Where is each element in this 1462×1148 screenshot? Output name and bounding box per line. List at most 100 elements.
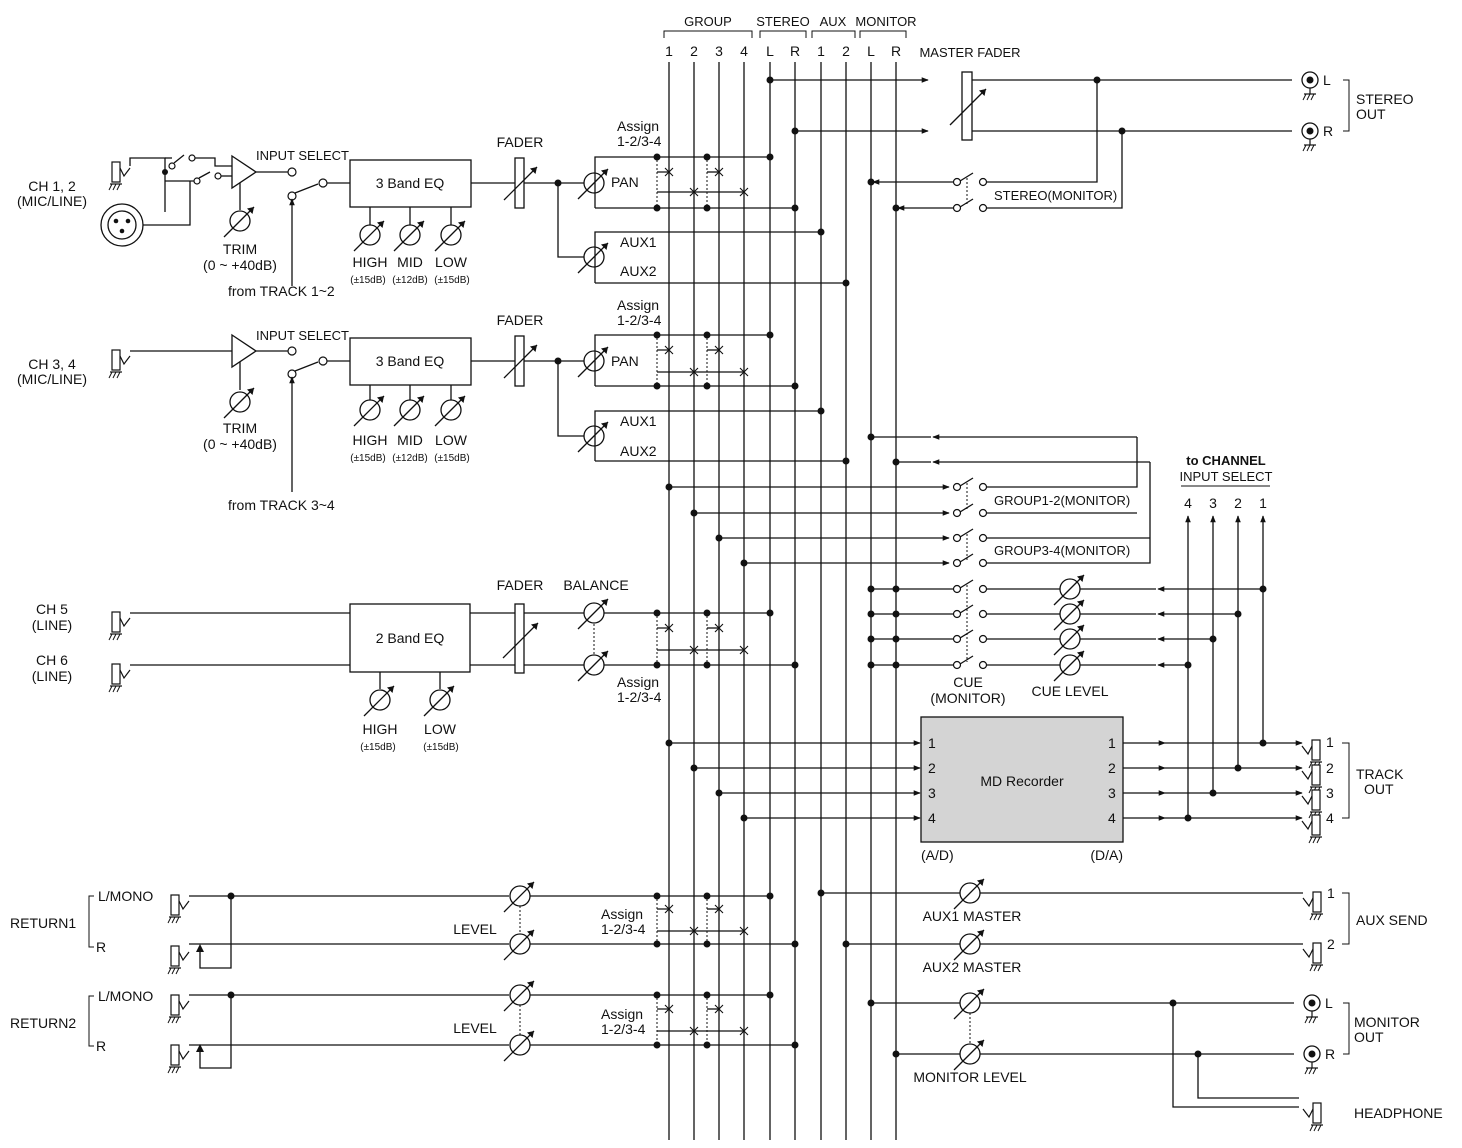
monitor-bus-label: MONITOR (855, 14, 916, 29)
aux-bus-label: AUX (820, 14, 847, 29)
cue-level-knob-3 (1053, 624, 1085, 656)
monitor-out-label-1: MONITOR (1354, 1014, 1420, 1030)
track-out-3-jack (1302, 790, 1322, 818)
return1-r-jack (168, 946, 189, 974)
stereo-out-l-label: L (1323, 72, 1331, 88)
ch12-trim-label: TRIM (223, 241, 257, 257)
ch34-trim-label: TRIM (223, 420, 257, 436)
return2-lmono-label: L/MONO (98, 988, 153, 1004)
ch12-trim-range: (0 ~ +40dB) (203, 257, 277, 273)
aux-send-label: AUX SEND (1356, 912, 1428, 928)
to-channel-input-select: INPUT SELECT (1180, 469, 1273, 484)
bus-monitor-r: R (891, 43, 901, 59)
ch56-assign-groups: 1-2/3-4 (617, 689, 662, 705)
aux1-master-label: AUX1 MASTER (923, 908, 1022, 924)
stereo-bus-label: STEREO (756, 14, 809, 29)
aux-send-section: AUX1 MASTER AUX2 MASTER 1 2 AUX SEND (817, 878, 1428, 975)
ch12-xlr-jack (100, 203, 144, 247)
ch34-trim-range: (0 ~ +40dB) (203, 436, 277, 452)
bus-header: GROUP STEREO AUX MONITOR 1 2 3 4 L R 1 2… (663, 14, 917, 59)
ch12-assign-label: Assign (617, 118, 659, 134)
ch12-input-select-label: INPUT SELECT (256, 148, 349, 163)
md-ad-label: (A/D) (921, 847, 954, 863)
ch12-high-range: (±15dB) (350, 275, 386, 286)
return2-l-level-knob (503, 980, 535, 1012)
ch34-aux-knob (577, 421, 609, 453)
cue-section: CUE (MONITOR) CUE LEVEL (867, 574, 1267, 706)
track-out-label-2: OUT (1364, 781, 1394, 797)
aux-send-2-jack (1303, 943, 1323, 971)
ch34-assign-label: Assign (617, 297, 659, 313)
ch12-pan-label: PAN (611, 174, 639, 190)
stereo-out-label-2: OUT (1356, 106, 1386, 122)
ch56-balance-label: BALANCE (563, 577, 628, 593)
ch56-eq-label: 2 Band EQ (376, 630, 445, 646)
return1-r-level-knob (503, 929, 535, 961)
ch34-low-range: (±15dB) (434, 453, 470, 464)
to-channel-2: 2 (1234, 495, 1242, 511)
aux-send-1-num: 1 (1327, 885, 1335, 901)
return2-l-jack (168, 995, 189, 1023)
ch12-low-label: LOW (435, 254, 468, 270)
ch56-eq-high-knob (363, 685, 395, 717)
return2-level-label: LEVEL (453, 1020, 497, 1036)
ch34-label-2: (MIC/LINE) (17, 371, 87, 387)
aux-send-2-num: 2 (1327, 936, 1335, 952)
ch12-trim-knob (223, 206, 255, 238)
stereo-monitor-label: STEREO(MONITOR) (994, 188, 1117, 203)
ch34-pan-knob (577, 346, 609, 378)
ch12-eq-label: 3 Band EQ (376, 175, 445, 191)
monitor-out-l-jack (1304, 995, 1320, 1023)
stereo-out-r-label: R (1323, 123, 1333, 139)
ch12-from-track: from TRACK 1~2 (228, 283, 335, 299)
track-out-3-num: 3 (1326, 785, 1334, 801)
ch12-label-2: (MIC/LINE) (17, 193, 87, 209)
ch12-label-1: CH 1, 2 (28, 178, 76, 194)
md-in-2: 2 (928, 760, 936, 776)
track-out-1-num: 1 (1326, 734, 1334, 750)
monitor-out-l-label: L (1325, 995, 1333, 1011)
track-out-label-1: TRACK (1356, 766, 1404, 782)
return2-r-label: R (96, 1038, 106, 1054)
md-in-4: 4 (928, 810, 936, 826)
ch12-eq-low-knob (434, 220, 466, 252)
return2-label: RETURN2 (10, 1015, 76, 1031)
bus-number-group-1: 1 (665, 43, 673, 59)
ch12-fader (514, 157, 525, 209)
ch34-fader (514, 335, 525, 387)
master-fader-label: MASTER FADER (919, 45, 1020, 60)
ch56-fader (514, 603, 525, 674)
ch12-aux2-label: AUX2 (620, 263, 657, 279)
aux2-master-label: AUX2 MASTER (923, 959, 1022, 975)
ch12-eq-high-knob (353, 220, 385, 252)
monitor-out-r-label: R (1325, 1046, 1335, 1062)
ch12-aux-knob (577, 242, 609, 274)
md-recorder-block (920, 716, 1124, 843)
return2-r-level-knob (503, 1030, 535, 1062)
track-out-2-jack (1302, 765, 1322, 793)
ch34-aux1-label: AUX1 (620, 413, 657, 429)
group34-monitor-label: GROUP3-4(MONITOR) (994, 543, 1130, 558)
stereo-out-label-1: STEREO (1356, 91, 1414, 107)
group-monitor-section: GROUP1-2(MONITOR) GROUP3-4(MONITOR) (665, 433, 1151, 568)
ch34-mid-range: (±12dB) (392, 453, 428, 464)
ch12-mid-label: MID (397, 254, 423, 270)
cue-label-1: CUE (953, 674, 983, 690)
monitor-out-r-jack (1304, 1046, 1320, 1074)
ch34-pan-label: PAN (611, 353, 639, 369)
ch6-jack (109, 664, 130, 692)
ch12-assign-groups: 1-2/3-4 (617, 133, 662, 149)
cue-level-label: CUE LEVEL (1031, 683, 1108, 699)
ch34-label-1: CH 3, 4 (28, 356, 76, 372)
ch34-fader-label: FADER (497, 312, 544, 328)
ch56-low-range: (±15dB) (423, 742, 459, 753)
headphone-label: HEADPHONE (1354, 1105, 1443, 1121)
monitor-out-section: MONITOR LEVEL L R MONITOR OUT HEADPHONE (867, 988, 1443, 1131)
ch34-preamp (231, 333, 258, 369)
stereo-out-r-jack (1302, 123, 1318, 151)
to-channel-label: to CHANNEL (1186, 453, 1265, 468)
md-out-1: 1 (1108, 735, 1116, 751)
bus-number-group-4: 4 (740, 43, 748, 59)
cue-label-2: (MONITOR) (930, 690, 1005, 706)
md-in-3: 3 (928, 785, 936, 801)
